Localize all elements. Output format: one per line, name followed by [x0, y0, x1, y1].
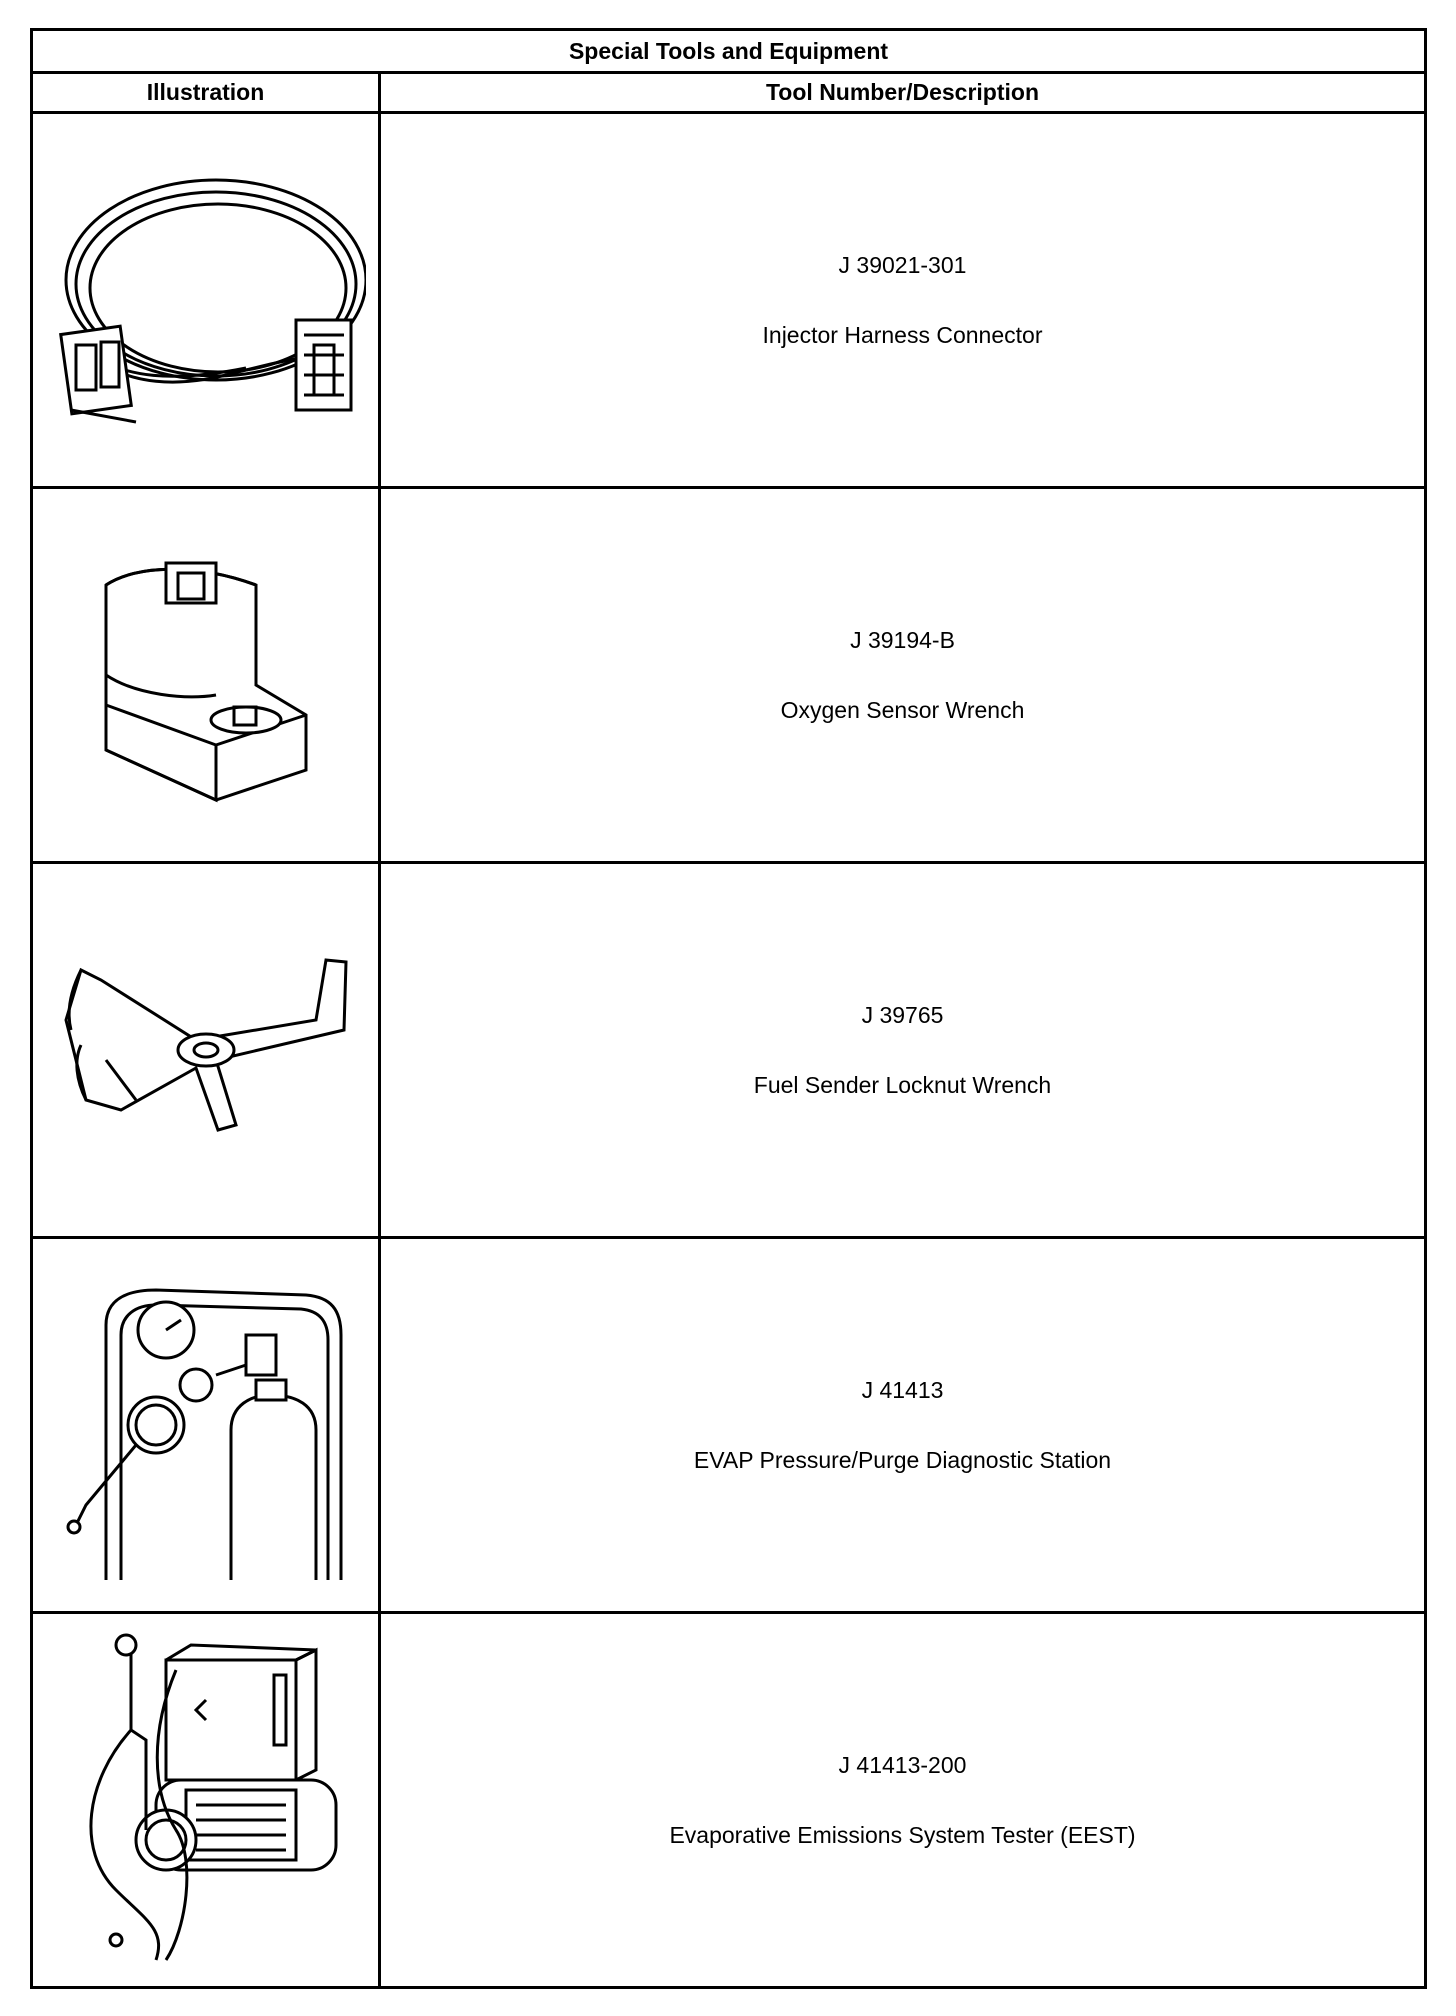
- header-tool-number-description: Tool Number/Description: [378, 71, 1427, 114]
- illustration-cell: [30, 111, 381, 489]
- table-row: J 41413-200 Evaporative Emissions System…: [30, 1611, 1427, 1989]
- tool-description-cell: J 41413 EVAP Pressure/Purge Diagnostic S…: [378, 1236, 1427, 1614]
- tool-number: J 41413: [861, 1376, 944, 1403]
- table-row: J 41413 EVAP Pressure/Purge Diagnostic S…: [30, 1236, 1427, 1614]
- illustration-cell: [30, 486, 381, 864]
- tool-name: Injector Harness Connector: [762, 321, 1043, 348]
- table-row: J 39194-B Oxygen Sensor Wrench: [30, 486, 1427, 864]
- table-header-row: Illustration Tool Number/Description: [30, 71, 1427, 114]
- emissions-tester-icon: [88, 1633, 337, 1961]
- tool-name: Evaporative Emissions System Tester (EES…: [669, 1821, 1136, 1848]
- tool-number: J 41413-200: [838, 1751, 967, 1778]
- tool-number: J 39765: [861, 1001, 944, 1028]
- harness-connector-icon: [58, 178, 366, 424]
- tool-number: J 39021-301: [838, 251, 967, 278]
- special-tools-table: Special Tools and Equipment Illustration…: [30, 28, 1427, 1989]
- socket-wrench-icon: [104, 561, 307, 803]
- tool-description-cell: J 39194-B Oxygen Sensor Wrench: [378, 486, 1427, 864]
- spanner-wrench-icon: [63, 958, 348, 1132]
- table-title: Special Tools and Equipment: [30, 28, 1427, 74]
- tool-name: Oxygen Sensor Wrench: [780, 696, 1025, 723]
- illustration-cell: [30, 1236, 381, 1614]
- table-title-row: Special Tools and Equipment: [30, 28, 1427, 74]
- tool-name: Fuel Sender Locknut Wrench: [753, 1071, 1052, 1098]
- tool-description-cell: J 39021-301 Injector Harness Connector: [378, 111, 1427, 489]
- tool-description-cell: J 41413-200 Evaporative Emissions System…: [378, 1611, 1427, 1989]
- tool-number: J 39194-B: [850, 626, 955, 653]
- tool-name: EVAP Pressure/Purge Diagnostic Station: [693, 1446, 1112, 1473]
- header-illustration: Illustration: [30, 71, 381, 114]
- tool-description-cell: J 39765 Fuel Sender Locknut Wrench: [378, 861, 1427, 1239]
- illustration-cell: [30, 1611, 381, 1989]
- table-row: J 39021-301 Injector Harness Connector: [30, 111, 1427, 489]
- table-row: J 39765 Fuel Sender Locknut Wrench: [30, 861, 1427, 1239]
- illustration-cell: [30, 861, 381, 1239]
- diagnostic-cart-icon: [66, 1288, 342, 1580]
